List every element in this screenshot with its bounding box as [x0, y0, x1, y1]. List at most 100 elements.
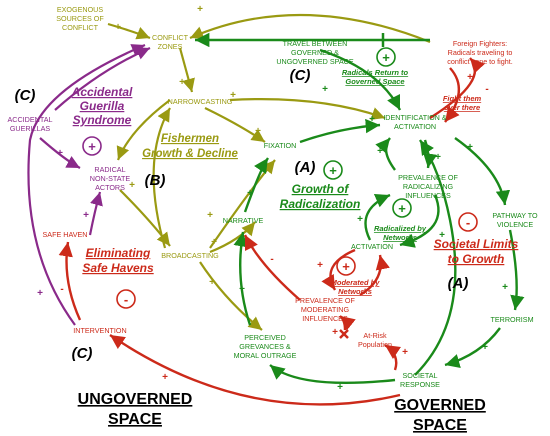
node-narrative: NARRATIVE: [223, 216, 264, 225]
link-radicalizing-identification: [375, 137, 396, 171]
node-fixation: FIXATION: [264, 141, 297, 150]
guerillas-line-2: GUERILLAS: [10, 124, 51, 133]
travel-line-3: UNGOVERNED SPACE: [276, 57, 354, 66]
red-links: [58, 57, 486, 406]
letter-c-bottom: (C): [72, 345, 93, 362]
link-narrowcasting-fixation: [204, 107, 266, 143]
node-safe-haven: SAFE HAVEN: [43, 230, 88, 239]
fight-them-line-2: over there: [444, 103, 480, 112]
sign-30: +: [162, 372, 168, 383]
sign-27: +: [402, 347, 408, 358]
sign-6: +: [129, 180, 135, 191]
growth-plus: +: [329, 163, 337, 178]
fight-them-line-1: Fight them: [443, 94, 482, 103]
sign-23: -: [485, 84, 488, 95]
sign-1: +: [115, 22, 121, 33]
link-foreign-conflict: [189, 13, 431, 44]
fishermen-line-2: Growth & Decline: [142, 148, 238, 160]
node-intervention: INTERVENTION: [73, 326, 126, 335]
link-terrorism-response: [444, 327, 501, 368]
link-exogenous-conflict: [107, 22, 151, 40]
node-accidental-guerillas: ACCIDENTAL GUERILLAS: [8, 115, 53, 133]
sign-7: +: [211, 237, 217, 248]
growth-line-1: Growth of: [292, 182, 350, 196]
sign-11: +: [369, 114, 375, 125]
sign-17: +: [247, 188, 253, 199]
node-radical-actors: RADICAL NON-STATE ACTORS: [90, 165, 131, 192]
green-links: [195, 32, 525, 385]
node-identification: IDENTIFICATION & ACTIVATION: [383, 113, 447, 131]
sign-3: +: [179, 77, 185, 88]
sign-15: +: [337, 382, 343, 393]
conflict-line-2: ZONES: [158, 42, 183, 51]
radicalizing-line-2: RADICALIZING: [403, 182, 454, 191]
sign-9: +: [209, 277, 215, 288]
link-response-identification: [414, 139, 457, 376]
link-guerillas-actors: [39, 137, 81, 169]
sign-2: +: [197, 4, 203, 15]
actors-line-2: NON-STATE: [90, 174, 131, 183]
olive-links: [107, 13, 431, 331]
link-broadcasting-narrowcasting: [152, 107, 171, 249]
growth-line-2: Radicalization: [280, 197, 361, 211]
identification-line-1: IDENTIFICATION &: [383, 113, 447, 122]
link-grievances-narrative: [233, 231, 252, 326]
radicals-return-line-2: Governed Space: [345, 77, 404, 86]
link-identification-foreign: [429, 57, 486, 120]
sign-32: +: [57, 148, 63, 159]
purple-links: [27, 43, 151, 326]
actors-line-1: RADICAL: [94, 165, 125, 174]
response-line-2: RESPONSE: [400, 380, 440, 389]
grievances-line-3: MORAL OUTRAGE: [234, 351, 297, 360]
sign-21: +: [357, 214, 363, 225]
node-narrowcasting: NARROWCASTING: [168, 97, 233, 106]
exogenous-line-1: EXOGENOUS: [57, 5, 104, 14]
node-foreign-fighters: Foreign Fighters: Radicals traveling to …: [447, 39, 513, 66]
actors-line-3: ACTORS: [95, 183, 125, 192]
sign-34: +: [37, 288, 43, 299]
letter-a-center: (A): [295, 159, 316, 176]
foreign-line-3: conflict zone to fight.: [447, 57, 513, 66]
link-actors-broadcasting: [119, 189, 171, 247]
reinforcing-symbol-radicalized: +: [392, 198, 412, 218]
sign-5: +: [255, 126, 261, 137]
societal-minus: -: [466, 215, 470, 230]
node-conflict-zones: CONFLICT ZONES: [152, 33, 189, 51]
sign-33: +: [83, 210, 89, 221]
loop-societal-limits: Societal Limits to Growth: [434, 237, 519, 266]
radicalized-line-2: Networks: [383, 233, 417, 242]
moderated-plus: +: [342, 259, 350, 274]
accidental-plus: +: [88, 139, 96, 154]
radicalizing-line-3: INFLUENCES: [405, 191, 451, 200]
link-broadcasting-fixation: [209, 159, 276, 249]
link-safehaven-actors: [88, 191, 103, 236]
governed-line-1: GOVERNED: [394, 397, 486, 414]
ungoverned-line-1: UNGOVERNED: [78, 391, 193, 408]
loop-polarity-markers: + + + + - + -: [82, 47, 478, 309]
link-narrative-fixation: [243, 157, 270, 213]
link-moderating-activation: [359, 254, 390, 297]
link-response-atrisk: [384, 344, 401, 371]
letter-b: (B): [145, 172, 166, 189]
sign-24: +: [317, 260, 323, 271]
link-narrowcasting-identification: [229, 98, 386, 120]
node-broadcasting: BROADCASTING: [161, 251, 219, 260]
link-identification-pathway: [454, 137, 511, 206]
reinforcing-symbol-accidental: +: [82, 136, 102, 156]
ungoverned-line-2: SPACE: [108, 411, 162, 428]
link-signs: + + + + + + + + + + + + + + + + + + + + …: [37, 4, 508, 393]
node-terrorism: TERRORISM: [490, 315, 533, 324]
sign-19: +: [435, 152, 441, 163]
identification-line-2: ACTIVATION: [394, 122, 436, 131]
node-grievances: PERCEIVED GREVANCES & MORAL OUTRAGE: [234, 333, 297, 360]
governed-line-2: SPACE: [413, 417, 467, 434]
sign-22: +: [467, 72, 473, 83]
link-activation-radicalizing: [364, 193, 391, 241]
node-radicalizing: PREVALENCE OF RADICALIZING INFLUENCES: [398, 173, 458, 200]
loop-growth-radicalization: Growth of Radicalization: [280, 182, 361, 211]
link-broadcasting-grievances: [199, 261, 263, 331]
atrisk-line-2: Population: [358, 340, 392, 349]
sign-28: +: [332, 327, 338, 338]
